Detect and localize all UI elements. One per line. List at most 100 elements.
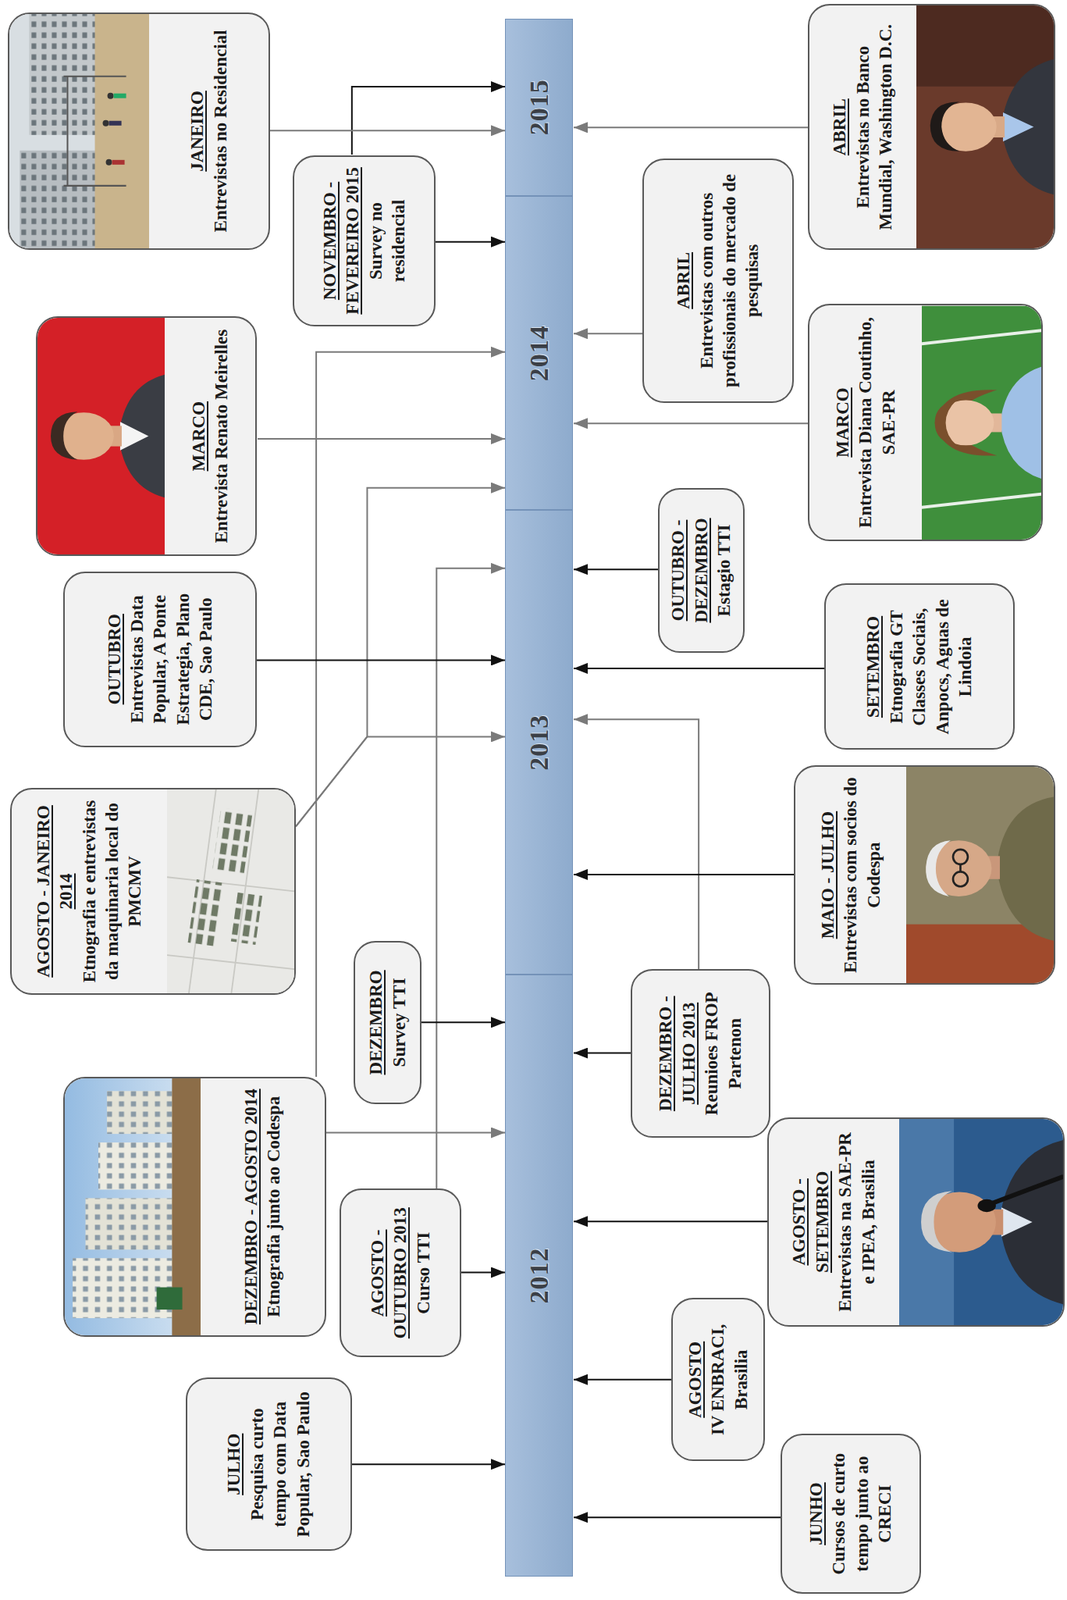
portrait-photo bbox=[899, 1118, 1064, 1325]
timeline-arrow bbox=[573, 718, 699, 969]
event-description: Survey TTI bbox=[387, 977, 411, 1067]
year-band: 2013 bbox=[505, 509, 574, 975]
event-description: Curso TTI bbox=[412, 1231, 435, 1314]
timeline-arrow bbox=[573, 422, 808, 424]
text-area: DEZEMBRO - AGOSTO 2014Etnografia junto a… bbox=[200, 1077, 325, 1335]
timeline-arrow bbox=[573, 873, 794, 875]
photo-event-box: JANEIROEntrevistas no Residencial bbox=[7, 12, 271, 250]
date-heading: AGOSTO - JANEIRO 2014 bbox=[32, 796, 79, 986]
date-heading: MARCO bbox=[831, 387, 854, 457]
event-description: Entrevistas na SAE-PR e IPEA, Brasilia bbox=[833, 1126, 880, 1317]
photo-frame bbox=[899, 1118, 1064, 1325]
text-area: OUTUBROEntrevistas Data Popular, A Ponte… bbox=[64, 572, 256, 746]
date-heading: JANEIRO bbox=[185, 90, 209, 172]
text-area: NOVEMBRO - FEVEREIRO 2015Survey no resid… bbox=[294, 156, 434, 326]
photo-frame bbox=[9, 14, 150, 249]
photo-event-box: AGOSTO - JANEIRO 2014Etnografia e entrev… bbox=[10, 787, 296, 995]
year-label: 2015 bbox=[524, 78, 555, 136]
text-area: ABRILEntrevistas com outros profissionai… bbox=[643, 160, 792, 402]
photo-frame bbox=[167, 789, 295, 993]
year-label: 2013 bbox=[524, 714, 555, 771]
timeline-arrow bbox=[270, 129, 506, 132]
timeline-arrow bbox=[573, 1052, 631, 1054]
timeline-arrow bbox=[573, 1219, 768, 1222]
event-box: ABRILEntrevistas com outros profissionai… bbox=[642, 158, 794, 404]
text-area: MAIO - JULHOEntrevistas com socios do Co… bbox=[795, 766, 907, 983]
event-description: Entrevistas no Residencial bbox=[209, 29, 232, 232]
event-box: JULHOPesquisa curto tempo com Data Popul… bbox=[185, 1376, 353, 1551]
photo-frame bbox=[64, 1077, 201, 1335]
timeline-arrow bbox=[573, 667, 825, 669]
text-area: ABRILEntrevistas no Banco Mundial, Washi… bbox=[809, 5, 917, 249]
date-heading: DEZEMBRO bbox=[364, 969, 388, 1075]
event-description: Entrevistas Data Popular, A Ponte Estrat… bbox=[125, 580, 218, 738]
timeline-arrow bbox=[573, 568, 658, 570]
date-heading: ABRIL bbox=[672, 252, 695, 310]
date-heading: JULHO bbox=[222, 1433, 246, 1495]
year-label: 2014 bbox=[524, 324, 555, 381]
text-area: DEZEMBRO - JULHO 2013Reunioes FROP Parte… bbox=[632, 970, 769, 1136]
event-box: AGOSTOIV ENBRACI, Brasilia bbox=[671, 1297, 765, 1461]
event-box: JUNHOCursos de curto tempo junto ao CREC… bbox=[780, 1433, 922, 1594]
text-area: MARCOEntrevista Diana Coutinho, SAE-PR bbox=[809, 305, 922, 539]
photo-event-box: DEZEMBRO - AGOSTO 2014Etnografia junto a… bbox=[63, 1076, 327, 1337]
date-heading: AGOSTO - SETEMBRO bbox=[787, 1126, 834, 1317]
photo-event-box: MAIO - JULHOEntrevistas com socios do Co… bbox=[793, 764, 1057, 985]
timeline-arrow bbox=[573, 126, 808, 129]
year-band: 2015 bbox=[505, 18, 574, 196]
text-area: AGOSTO - OUTUBRO 2013Curso TTI bbox=[341, 1189, 460, 1356]
event-description: Estagio TTI bbox=[712, 524, 736, 617]
photo-event-box: MARCOEntrevista Renato Meirelles bbox=[35, 316, 258, 556]
timeline-arrow bbox=[257, 437, 506, 440]
event-description: Reunioes FROP Partenon bbox=[700, 978, 747, 1128]
event-description: Entrevista Renato Meirelles bbox=[209, 329, 233, 544]
event-description: Entrevistas com outros profissionais do … bbox=[695, 167, 765, 395]
text-area: OUTUBRO - DEZEMBROEstagio TTI bbox=[659, 489, 744, 652]
text-area: AGOSTO - JANEIRO 2014Etnografia e entrev… bbox=[11, 789, 168, 993]
date-heading: JUNHO bbox=[804, 1481, 828, 1545]
date-heading: ABRIL bbox=[828, 98, 851, 156]
event-description: Entrevista Diana Coutinho, SAE-PR bbox=[853, 312, 900, 531]
timeline-arrow bbox=[461, 1271, 506, 1274]
event-description: Etnografia e entrevistas da maquinaria l… bbox=[78, 796, 147, 986]
date-heading: OUTUBRO - DEZEMBRO bbox=[666, 497, 713, 644]
event-box: DEZEMBRO - JULHO 2013Reunioes FROP Parte… bbox=[630, 968, 771, 1138]
residential-photo bbox=[9, 14, 150, 249]
event-description: IV ENBRACI, Brasilia bbox=[706, 1306, 753, 1452]
event-description: Entrevistas no Banco Mundial, Washington… bbox=[851, 13, 898, 241]
photo-event-box: AGOSTO - SETEMBROEntrevistas na SAE-PR e… bbox=[767, 1116, 1066, 1327]
portrait-photo bbox=[906, 766, 1054, 983]
event-description: Etnografia junto ao Codespa bbox=[262, 1095, 285, 1317]
timeline-arrow bbox=[256, 658, 506, 661]
date-heading: SETEMBRO bbox=[861, 615, 885, 718]
timeline-arrow bbox=[295, 736, 506, 826]
year-band: 2014 bbox=[505, 195, 574, 510]
text-area: AGOSTOIV ENBRACI, Brasilia bbox=[672, 1298, 764, 1459]
event-box: DEZEMBROSurvey TTI bbox=[353, 940, 421, 1104]
portrait-photo bbox=[37, 317, 165, 555]
date-heading: AGOSTO - OUTUBRO 2013 bbox=[366, 1197, 413, 1348]
photo-frame bbox=[916, 5, 1054, 249]
event-description: Cursos de curto tempo junto ao CRECI bbox=[827, 1442, 897, 1584]
text-area: AGOSTO - SETEMBROEntrevistas na SAE-PR e… bbox=[768, 1118, 900, 1325]
photo-frame bbox=[37, 317, 165, 555]
portrait-photo bbox=[921, 305, 1042, 539]
text-area: MARCOEntrevista Renato Meirelles bbox=[164, 317, 256, 555]
timeline-arrow bbox=[295, 487, 506, 827]
date-heading: MAIO - JULHO bbox=[816, 810, 840, 939]
timeline-arrow bbox=[573, 1515, 781, 1518]
date-heading: DEZEMBRO - JULHO 2013 bbox=[654, 978, 701, 1128]
event-box: OUTUBRO - DEZEMBROEstagio TTI bbox=[657, 487, 745, 654]
event-description: Entrevistas com socios do Codespa bbox=[839, 774, 886, 975]
date-heading: MARCO bbox=[187, 401, 210, 471]
date-heading: DEZEMBRO - AGOSTO 2014 bbox=[239, 1088, 263, 1324]
date-heading: AGOSTO bbox=[683, 1340, 707, 1418]
event-box: SETEMBROEtnografia GT Classes Sociais, A… bbox=[824, 583, 1015, 750]
portrait-photo bbox=[916, 5, 1054, 249]
date-heading: NOVEMBRO - FEVEREIRO 2015 bbox=[318, 164, 365, 318]
photo-event-box: MARCOEntrevista Diana Coutinho, SAE-PR bbox=[807, 303, 1043, 541]
timeline-arrow bbox=[436, 568, 506, 1188]
timeline-arrow bbox=[435, 241, 506, 243]
event-box: NOVEMBRO - FEVEREIRO 2015Survey no resid… bbox=[292, 155, 436, 328]
event-box: OUTUBROEntrevistas Data Popular, A Ponte… bbox=[63, 571, 257, 747]
